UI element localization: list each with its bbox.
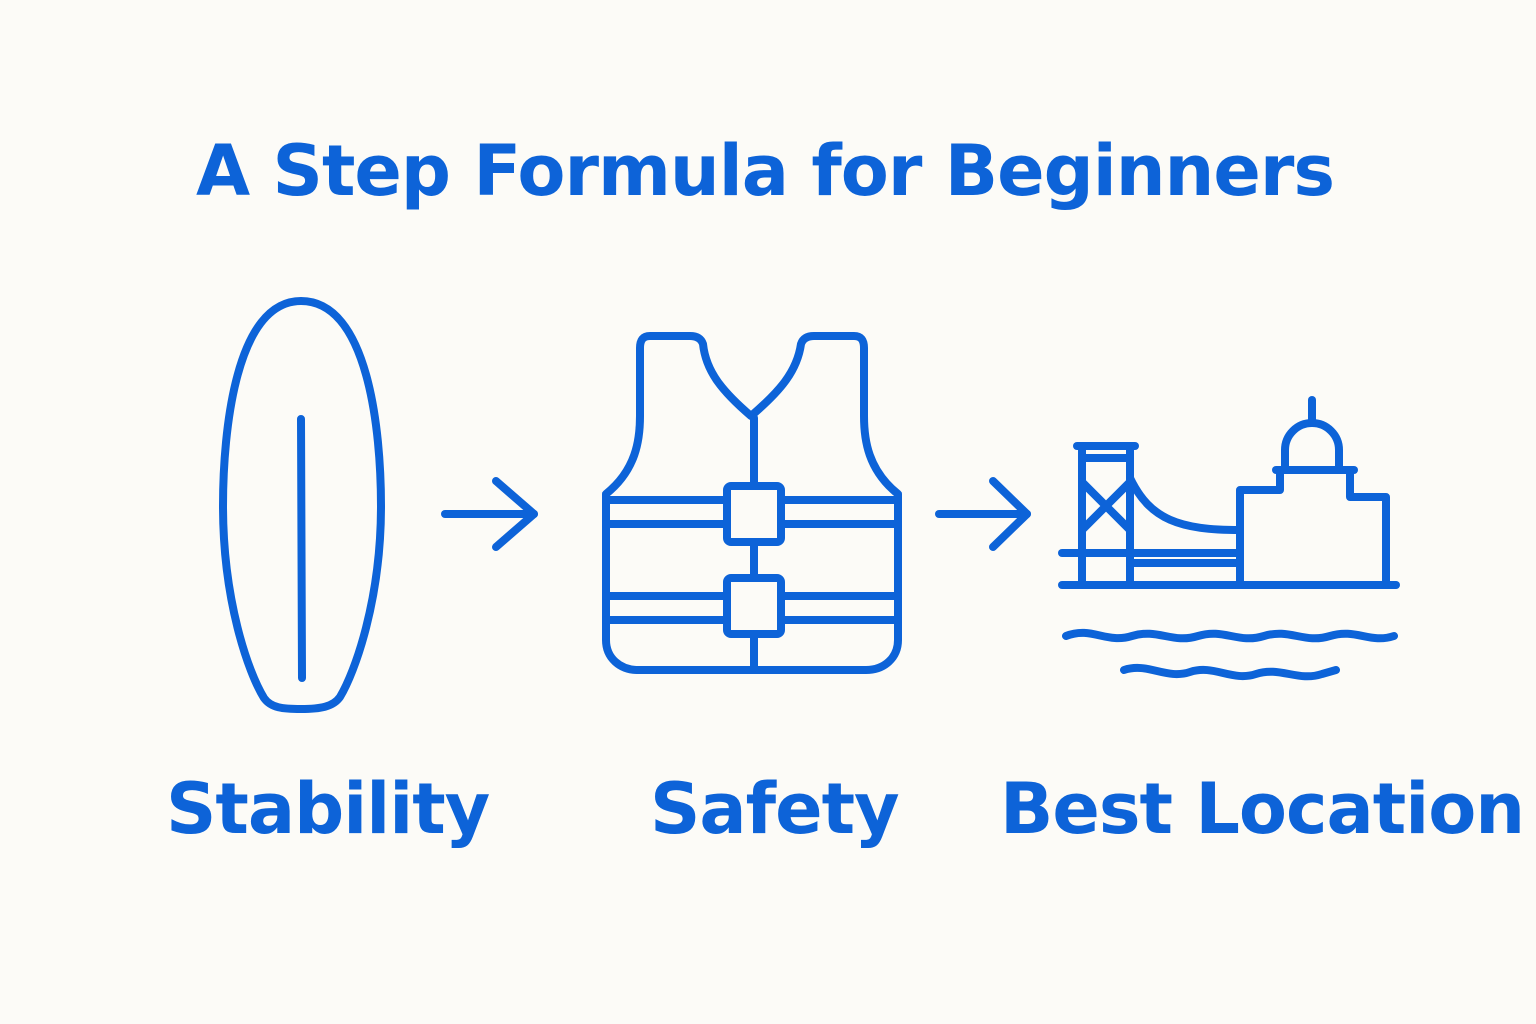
arrow-right-icon (441, 477, 538, 551)
arrow-right-icon (935, 477, 1031, 551)
page-title: A Step Formula for Beginners (196, 130, 1335, 212)
step-label-safety: Safety (650, 768, 900, 850)
surfboard-icon (219, 297, 385, 713)
step-label-stability: Stability (166, 768, 490, 850)
step-label-best-location: Best Location (1000, 768, 1525, 850)
bridge-waterfront-icon (1058, 396, 1400, 681)
life-vest-icon (602, 332, 902, 674)
